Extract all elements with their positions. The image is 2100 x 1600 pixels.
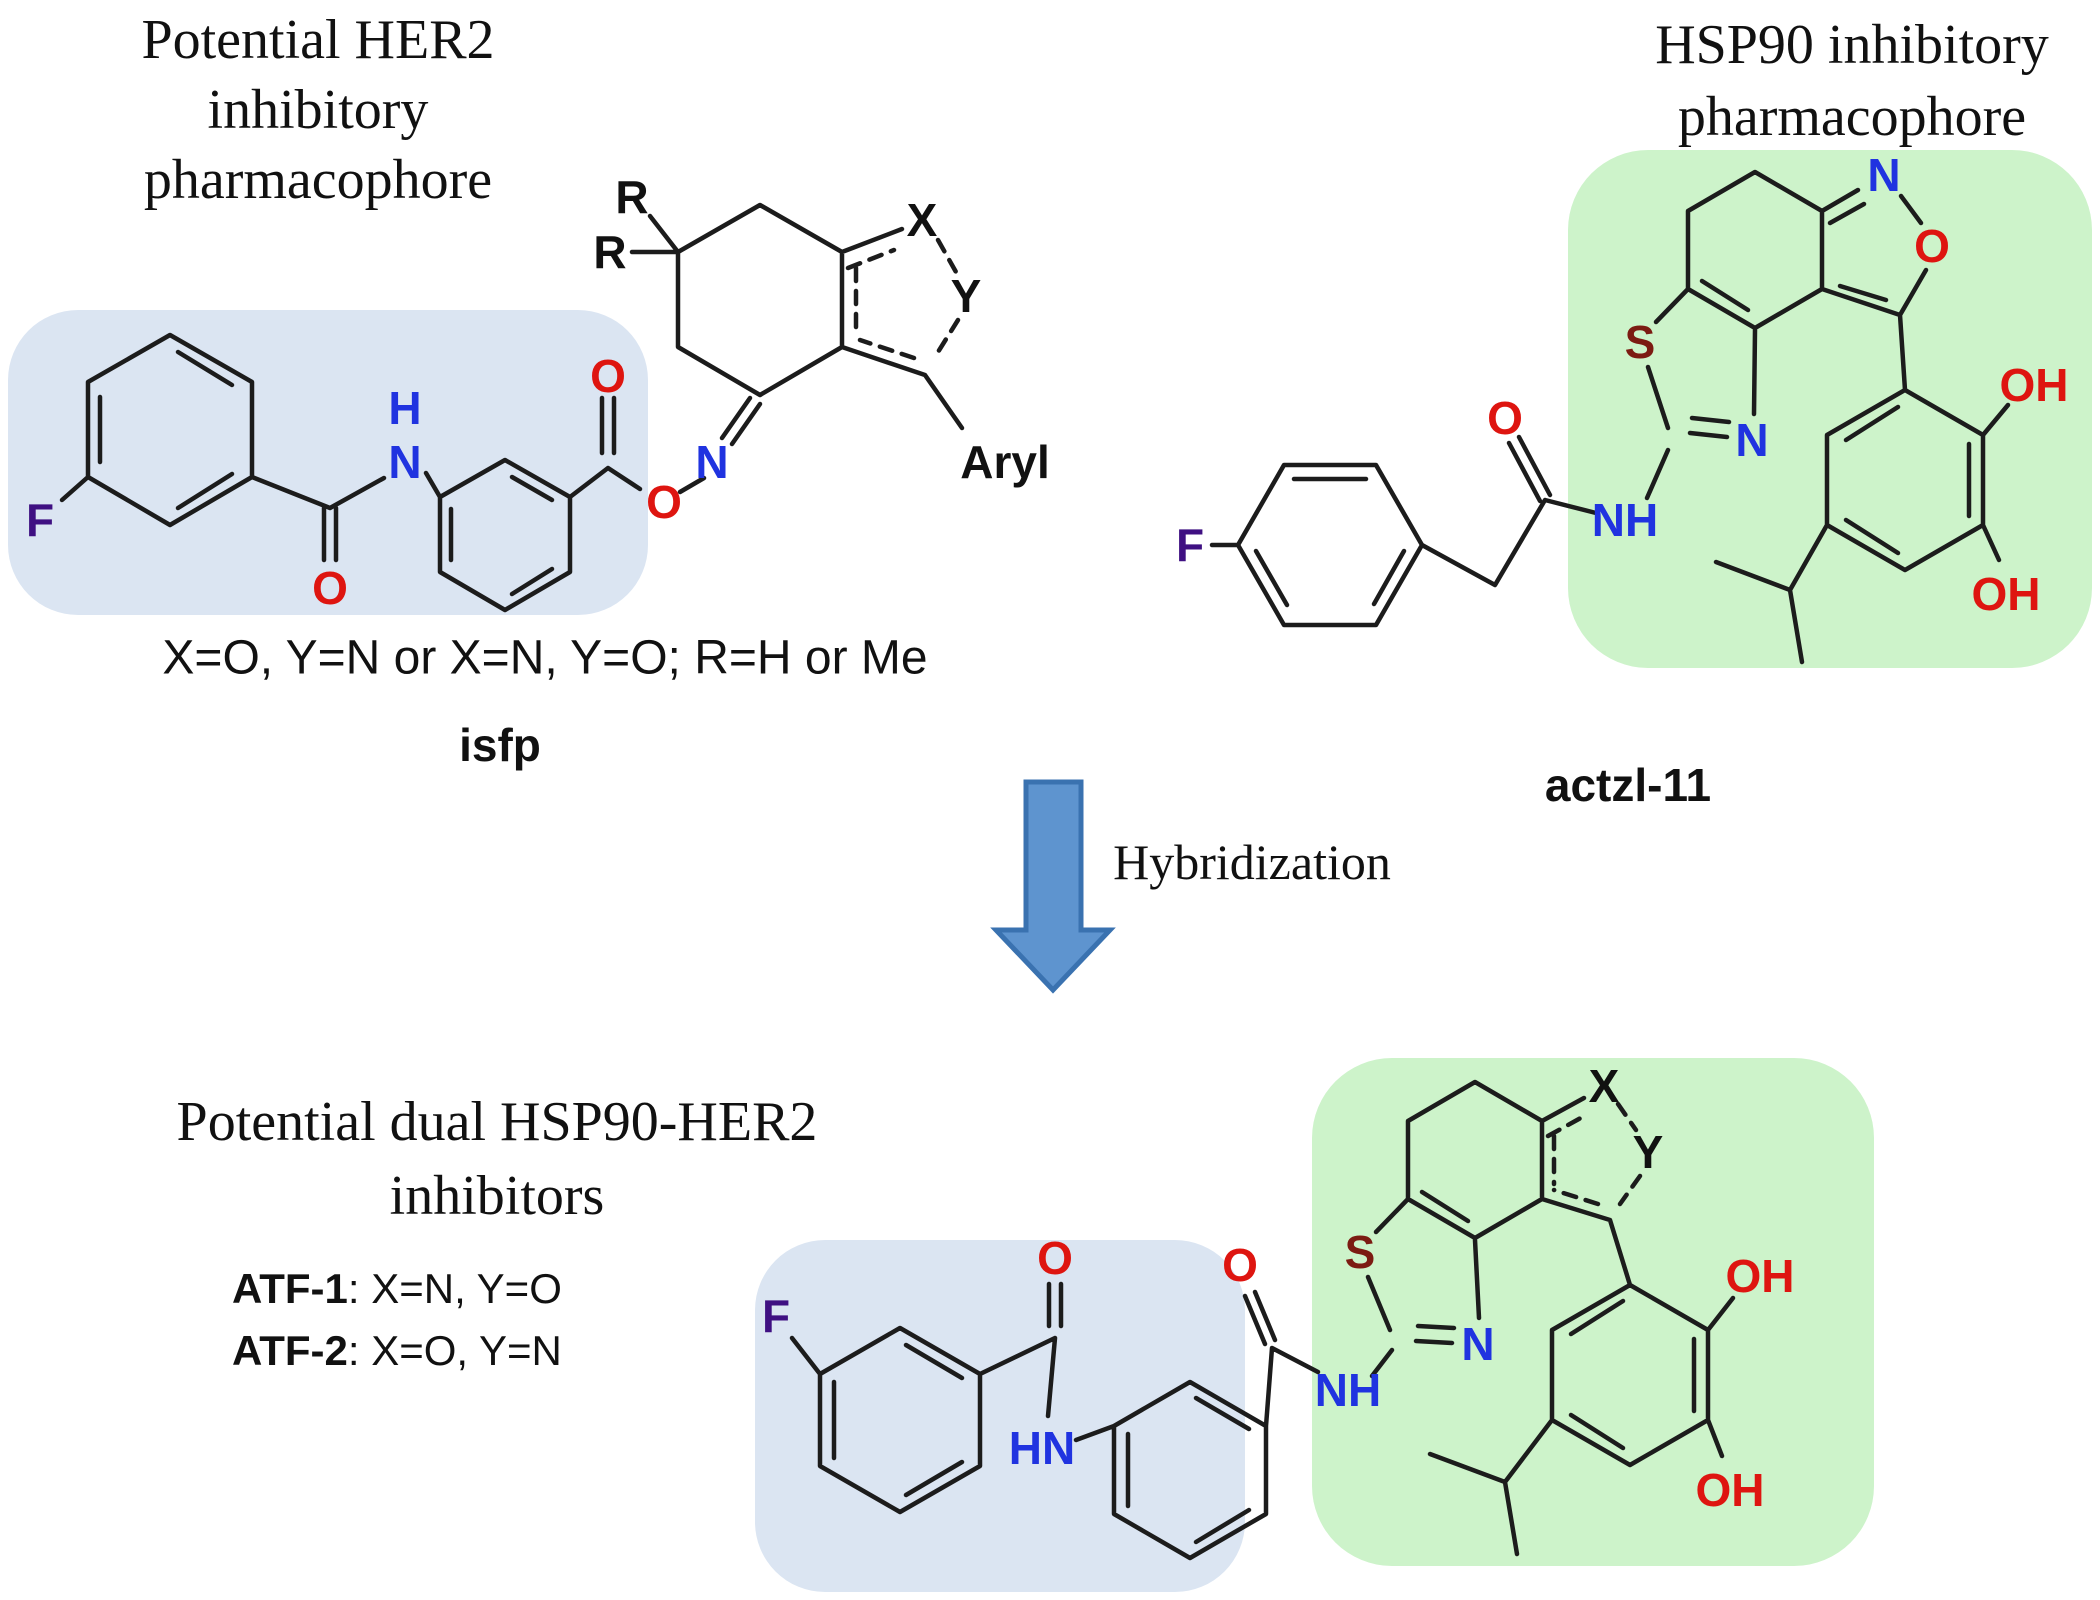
hybrid-atom-labels: F O HN O NH S N X Y OH OH [762, 1060, 1795, 1516]
isfp-r-group-label-2: R [593, 226, 626, 278]
actzl11-amide-nh-label: NH [1592, 494, 1658, 546]
hsp90-title-line1: HSP90 inhibitory [1655, 14, 2049, 76]
actzl11-phenol-oh-label-2: OH [1972, 568, 2041, 620]
hybrid-thiazole-nitrogen-label: N [1461, 1318, 1494, 1370]
her2-title-line2: inhibitory [208, 79, 429, 141]
atf2-variant-label: ATF-2: X=O, Y=N [232, 1327, 562, 1374]
her2-title-line3: pharmacophore [144, 149, 492, 211]
actzl11-bond-skeleton [1209, 169, 2011, 665]
hybrid-amide1-oxygen-label: O [1037, 1232, 1073, 1284]
hybrid-thiazole-sulfur-label: S [1345, 1226, 1376, 1278]
hybridization-arrow [990, 779, 1116, 994]
actzl11-thiazole-sulfur-label: S [1625, 316, 1656, 368]
hybrid-y-atom-label: Y [1633, 1126, 1664, 1178]
hybrid-amide2-oxygen-label: O [1222, 1239, 1258, 1291]
actzl11-fluorine-label: F [1176, 519, 1204, 571]
isfp-oxime-nitrogen-label: N [695, 436, 728, 488]
isfp-y-atom-label: Y [951, 270, 982, 322]
atf2-name: ATF-2 [232, 1327, 348, 1374]
isfp-aryl-group-label: Aryl [960, 436, 1049, 488]
actzl11-molecule-name: actzl-11 [1545, 759, 1711, 811]
hybrid-hsp90-part-highlight [1312, 1058, 1874, 1566]
isfp-carbonyl-oxygen-label: O [590, 350, 626, 402]
substituent-note: X=O, Y=N or X=N, Y=O; R=H or Me [162, 632, 927, 685]
product-title-line1: Potential dual HSP90-HER2 [177, 1091, 818, 1153]
hybridization-label: Hybridization [1113, 834, 1391, 890]
hybrid-her2-part-highlight [755, 1240, 1245, 1592]
hybrid-amide2-nh-label: NH [1315, 1364, 1381, 1416]
atf1-name: ATF-1 [232, 1265, 348, 1312]
actzl11-thiazole-nitrogen-label: N [1735, 414, 1768, 466]
atf1-substitution: : X=N, Y=O [348, 1265, 562, 1312]
isfp-fluorine-label: F [26, 494, 54, 546]
isfp-atom-labels: F O H N O O N R R X Y Aryl [26, 171, 1050, 614]
her2-title-line1: Potential HER2 [141, 9, 494, 71]
isfp-x-atom-label: X [907, 194, 938, 246]
hybrid-phenol-oh-label-2: OH [1696, 1464, 1765, 1516]
hybrid-bond-skeleton [789, 1079, 1736, 1561]
hybrid-x-atom-label: X [1589, 1060, 1620, 1112]
hybrid-fluorine-label: F [762, 1290, 790, 1342]
isfp-r-group-label-1: R [615, 171, 648, 223]
hybrid-phenol-oh-label-1: OH [1726, 1250, 1795, 1302]
atf1-variant-label: ATF-1: X=N, Y=O [232, 1265, 562, 1312]
isfp-ester-oxygen-label: O [646, 476, 682, 528]
atf2-substitution: : X=O, Y=N [348, 1327, 562, 1374]
isfp-molecule-name: isfp [459, 719, 541, 771]
actzl11-phenol-oh-label-1: OH [2000, 359, 2069, 411]
isfp-amide-hydrogen-label: H [388, 382, 421, 434]
isfp-amide-oxygen-label: O [312, 562, 348, 614]
actzl11-atom-labels: F O NH S N N O OH OH [1176, 149, 2069, 620]
product-title-line2: inhibitors [390, 1165, 605, 1227]
isfp-bond-skeleton [59, 202, 965, 613]
actzl11-isoxazole-oxygen-label: O [1914, 220, 1950, 272]
isfp-amide-nitrogen-label: N [388, 436, 421, 488]
her2-pharmacophore-highlight [8, 310, 648, 615]
actzl11-amide-oxygen-label: O [1487, 392, 1523, 444]
hsp90-title-line2: pharmacophore [1678, 86, 2026, 148]
actzl11-isoxazole-nitrogen-label: N [1867, 149, 1900, 201]
hybrid-amide1-hn-label: HN [1009, 1422, 1075, 1474]
